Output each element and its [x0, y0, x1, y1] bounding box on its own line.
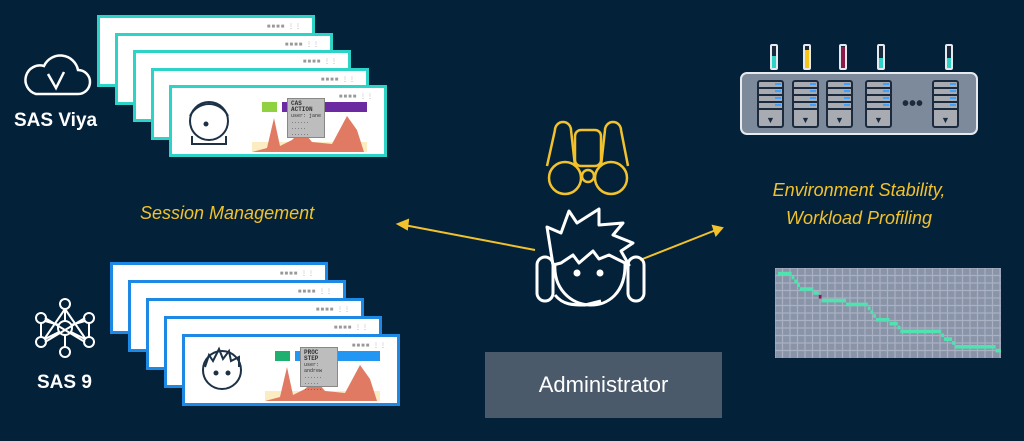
- more-ellipsis: •••: [902, 93, 924, 115]
- usage-area-chart: [252, 116, 367, 152]
- heatmap-cell: [846, 302, 868, 307]
- sas9-label: SAS 9: [37, 372, 92, 393]
- resource-gauge: [803, 44, 811, 70]
- server-icon: ▼: [932, 80, 959, 128]
- heatmap-cell: [799, 287, 814, 291]
- heatmap-cell: [889, 321, 898, 326]
- server-icon: ▼: [826, 80, 853, 128]
- label-line-2: Workload Profiling: [785, 208, 933, 228]
- environment-stability-label: Environment Stability, Workload Profilin…: [740, 176, 978, 232]
- network-icon: [35, 298, 95, 358]
- heatmap-cell: [778, 271, 792, 276]
- heatmap-cell: [821, 298, 846, 303]
- session-management-label: Session Management: [140, 203, 315, 223]
- heatmap-cell: [794, 279, 798, 284]
- resource-gauge: [839, 44, 847, 70]
- heatmap-cell: [791, 275, 795, 280]
- heatmap-cell: [813, 291, 819, 295]
- server-icon: ▼: [865, 80, 892, 128]
- usage-area-chart: [265, 365, 380, 401]
- server-icon: ▼: [757, 80, 784, 128]
- heatmap-cell: [875, 318, 890, 322]
- resource-gauge: [945, 44, 953, 70]
- heatmap-cell: [952, 341, 955, 345]
- heatmap-cell: [941, 333, 944, 338]
- administrator-box: Administrator: [485, 352, 722, 418]
- user-face-icon: [202, 346, 242, 390]
- sas-viya-label: SAS Viya: [14, 110, 98, 131]
- heatmap-cell: [995, 348, 1001, 353]
- resource-gauge: [877, 44, 885, 70]
- heatmap-cell: [870, 310, 874, 314]
- timeline-bar: [275, 351, 290, 361]
- label-line-1: Environment Stability,: [772, 180, 946, 200]
- heatmap-cell: [818, 294, 822, 299]
- heatmap-cell: [867, 306, 871, 311]
- heatmap-cell: [900, 329, 942, 334]
- binoculars-icon: [545, 120, 630, 196]
- heatmap-cell: [873, 314, 876, 318]
- heatmap-cell: [897, 325, 901, 330]
- cloud-check-icon: [24, 54, 92, 96]
- resource-gauge: [770, 44, 778, 70]
- workload-heatmap: [775, 268, 1001, 358]
- heatmap-cell: [943, 337, 953, 341]
- server-rack: ▼▼▼▼▼ •••: [740, 72, 978, 135]
- heatmap-cell: [954, 345, 996, 349]
- user-face-icon: [189, 101, 229, 145]
- administrator-avatar-icon: [535, 207, 646, 307]
- timeline-bar: [262, 102, 277, 112]
- heatmap-cell: [797, 283, 800, 287]
- server-icon: ▼: [792, 80, 819, 128]
